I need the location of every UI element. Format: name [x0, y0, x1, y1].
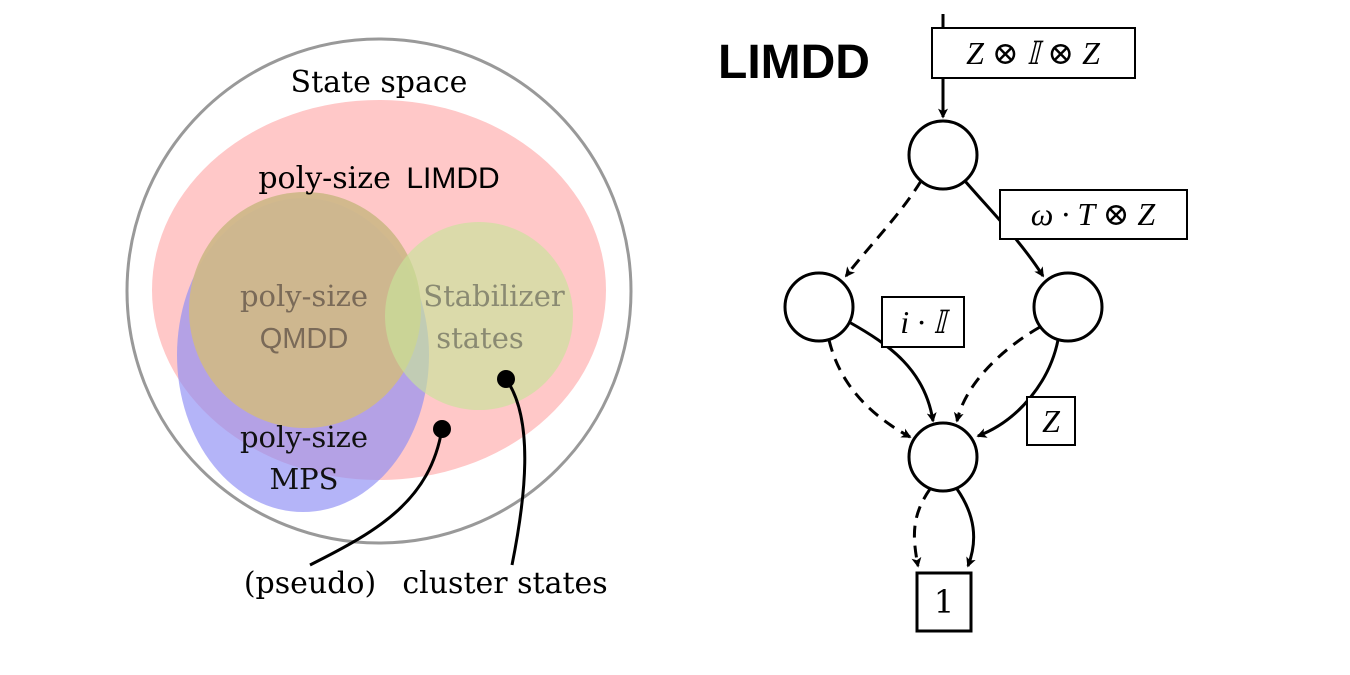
left-solid-edge-label: i · 𝕀 — [900, 304, 950, 340]
node-middle-right — [1032, 271, 1104, 343]
pseudo-cluster-pointer — [309, 428, 444, 567]
pseudo-label: (pseudo) — [244, 566, 376, 601]
limdd-region-label: poly-size LIMDD — [258, 161, 499, 196]
qmdd-label-line2: QMDD — [260, 323, 349, 355]
limdd-graph: LIMDD Z ⊗ 𝕀 ⊗ Z ω · T ⊗ Z i · 𝕀 Z 1 — [718, 14, 1188, 633]
node-bottom — [907, 421, 979, 493]
limdd-title: LIMDD — [718, 36, 870, 89]
mps-label-line1: poly-size — [240, 420, 368, 454]
venn-diagram: State space poly-size LIMDD poly-size QM… — [125, 37, 633, 601]
edge-bottom-to-terminal-dashed — [911, 488, 932, 568]
stabilizer-label-line2: states — [436, 321, 524, 355]
state-space-label: State space — [291, 65, 468, 100]
edge-right-to-bottom-dashed — [953, 325, 1041, 423]
right-solid-edge-label: Z — [1042, 403, 1061, 439]
cluster-states-pointer — [504, 378, 527, 566]
qmdd-region — [189, 192, 421, 428]
left-solid-edge-label-box — [881, 296, 965, 348]
right-solid-edge-label-box — [1026, 396, 1076, 446]
stabilizer-region — [385, 222, 573, 410]
edge-left-to-bottom-dashed — [827, 339, 912, 439]
edge-left-to-bottom-solid — [848, 320, 937, 423]
edge-bottom-to-terminal-solid — [955, 488, 976, 568]
stabilizer-label-line1: Stabilizer — [423, 279, 565, 313]
root-edge-label-box — [931, 27, 1136, 79]
top-right-edge-label-box — [999, 189, 1188, 240]
node-top — [907, 119, 979, 191]
terminal-node-label: 1 — [934, 583, 954, 621]
cluster-states-label: cluster states — [402, 566, 607, 601]
qmdd-label-line1: poly-size — [240, 279, 368, 313]
terminal-node-box — [915, 571, 973, 633]
top-right-edge-label: ω · T ⊗ Z — [1031, 196, 1157, 232]
mps-label-line2: MPS — [269, 462, 338, 496]
root-edge-label: Z ⊗ 𝕀 ⊗ Z — [966, 35, 1101, 71]
edge-top-to-left-dashed — [844, 180, 923, 278]
node-middle-left — [783, 271, 855, 343]
